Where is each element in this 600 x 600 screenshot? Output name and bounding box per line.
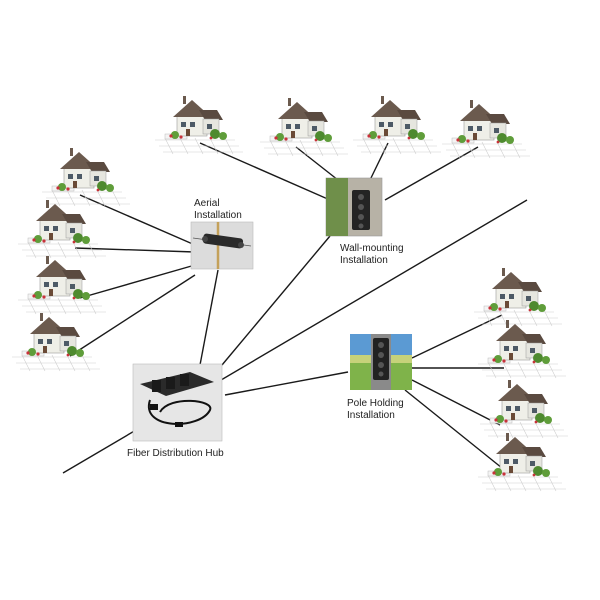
pole-installation-image: [350, 334, 412, 390]
house-right-1: [473, 267, 563, 327]
hub-wall-line: [221, 235, 331, 366]
pole-label-line2: Installation: [347, 410, 395, 421]
house-top-2: [259, 97, 349, 157]
house-left-2: [17, 199, 107, 259]
fiber-distribution-hub-label: Fiber Distribution Hub: [127, 448, 224, 460]
pole-house-1-line: [411, 314, 503, 359]
house-top-4: [441, 99, 531, 159]
house-right-4: [477, 432, 567, 492]
house-left-3: [17, 255, 107, 315]
house-top-3: [352, 95, 442, 155]
wall-house-2-line: [295, 146, 339, 181]
aerial-installation-label: Aerial Installation: [194, 198, 242, 222]
house-right-3: [479, 379, 569, 439]
house-right-2: [477, 319, 567, 379]
house-top-1: [154, 95, 244, 155]
pole-house-3-line: [411, 379, 501, 426]
wall-installation-image: [325, 177, 383, 237]
hub-pole-line: [224, 371, 349, 396]
aerial-installation-image: [190, 221, 254, 270]
aerial-house-4-line: [69, 274, 196, 357]
pole-house-4-line: [404, 389, 503, 469]
aerial-house-2-line: [74, 247, 196, 253]
hub-aerial-line: [199, 269, 219, 366]
connection-lines: [62, 142, 528, 474]
wall-installation-label: Wall-mounting Installation: [340, 243, 404, 267]
house-left-4: [11, 312, 101, 372]
wall-house-4-line: [384, 146, 479, 201]
pole-label-line1: Pole Holding: [347, 398, 404, 409]
aerial-label-line1: Aerial: [194, 198, 220, 209]
aerial-label-line2: Installation: [194, 210, 242, 221]
aerial-house-3-line: [79, 264, 196, 299]
wall-house-1-line: [199, 142, 331, 201]
wall-house-3-line: [369, 142, 389, 181]
aerial-house-1-line: [79, 194, 196, 246]
fiber-distribution-hub-image: [132, 363, 223, 442]
hub-label-text: Fiber Distribution Hub: [127, 448, 224, 459]
pole-installation-label: Pole Holding Installation: [347, 398, 404, 422]
wall-label-line1: Wall-mounting: [340, 243, 404, 254]
wall-label-line2: Installation: [340, 255, 388, 266]
